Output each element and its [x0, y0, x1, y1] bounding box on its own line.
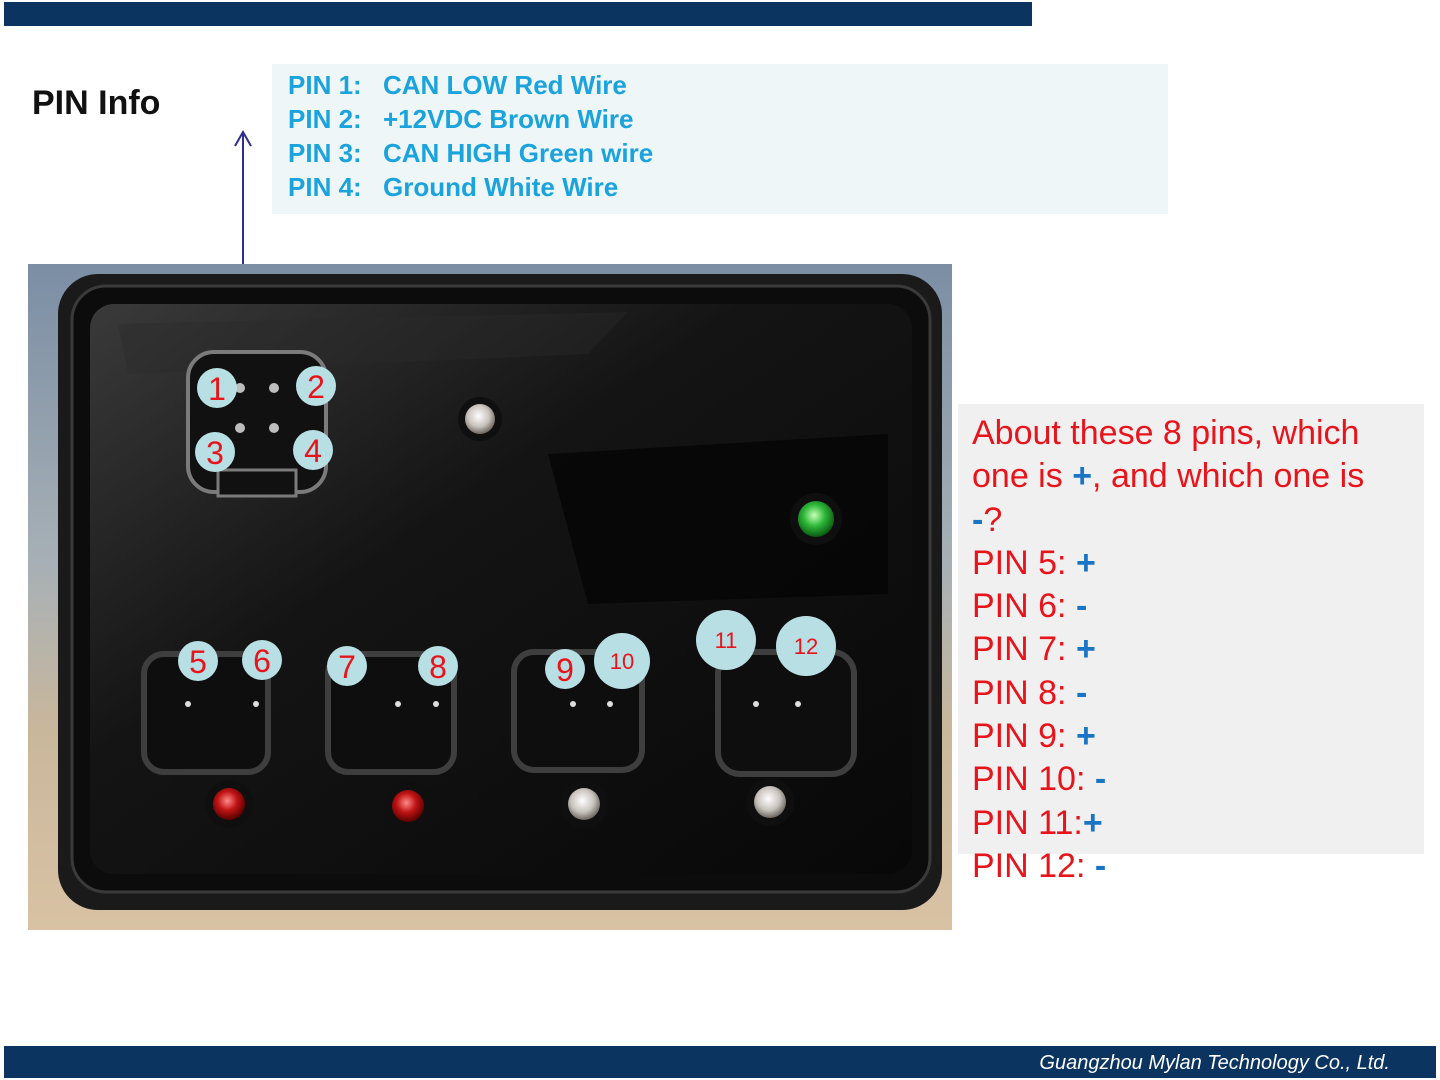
answer-line: PIN 10: - — [972, 758, 1432, 801]
pin-marker — [195, 432, 235, 472]
answer-pin-label: PIN 9: — [972, 717, 1076, 756]
answer-sign: + — [1075, 630, 1096, 669]
pin-marker-label: 11 — [715, 628, 738, 653]
answer-line: PIN 7: + — [972, 628, 1432, 671]
answer-line: PIN 5: + — [972, 542, 1432, 585]
pin-info-line: PIN 1: CAN LOW Red Wire — [288, 70, 627, 101]
pin-description: Ground White Wire — [383, 172, 619, 202]
question-text-part: , and which one is — [1092, 457, 1365, 496]
pin-description: CAN LOW Red Wire — [383, 70, 627, 100]
pin-marker — [293, 430, 333, 470]
page-title: PIN Info — [32, 84, 161, 122]
pin-info-line: PIN 4: Ground White Wire — [288, 172, 618, 203]
pin-marker-label: 1 — [208, 371, 226, 407]
top-banner-bar — [4, 2, 1032, 26]
answer-line: PIN 12: - — [972, 845, 1432, 888]
pin-marker — [418, 646, 458, 686]
company-name: Guangzhou Mylan Technology Co., Ltd. — [1039, 1052, 1390, 1074]
pin-info-line: PIN 3: CAN HIGH Green wire — [288, 138, 653, 169]
pin-marker — [545, 649, 585, 689]
pin-marker — [197, 368, 237, 408]
question-text-part: ? — [983, 500, 1003, 539]
pin-marker-label: 8 — [429, 649, 447, 685]
question-text: About these 8 pins, which one is +, and … — [972, 412, 1432, 888]
answer-pin-label: PIN 11: — [972, 803, 1083, 842]
answer-line: PIN 11:+ — [972, 802, 1432, 845]
answer-pin-label: PIN 12: — [972, 846, 1095, 885]
answer-sign: + — [1075, 543, 1096, 582]
pin-info-line: PIN 2: +12VDC Brown Wire — [288, 104, 633, 135]
pin-marker — [178, 641, 218, 681]
question-line: -? — [972, 499, 1432, 542]
footer-bar: Guangzhou Mylan Technology Co., Ltd. — [4, 1046, 1436, 1078]
pin-marker-label: 10 — [610, 649, 634, 674]
plus-symbol: + — [1072, 457, 1093, 496]
question-line: About these 8 pins, which — [972, 414, 1360, 452]
connector-photo: 1 2 3 4 5 6 7 8 9 10 11 12 — [28, 264, 952, 930]
pin-marker-label: 9 — [556, 652, 574, 688]
connector-2pin — [715, 649, 857, 777]
answer-sign: - — [1094, 760, 1107, 799]
pin-marker-label: 2 — [307, 369, 325, 405]
pin-marker-label: 5 — [189, 644, 207, 680]
connector-photo-drawing: 1 2 3 4 5 6 7 8 9 10 11 12 — [28, 264, 952, 930]
pin-marker-label: 4 — [304, 433, 322, 469]
answer-sign: + — [1075, 717, 1096, 756]
pin-marker — [242, 640, 282, 680]
pin-info-box: PIN 1: CAN LOW Red Wire PIN 2: +12VDC Brow… — [272, 64, 1168, 214]
answer-pin-label: PIN 10: — [972, 760, 1095, 799]
answer-line: PIN 6: - — [972, 585, 1432, 628]
answer-line: PIN 8: - — [972, 672, 1432, 715]
pin-label: PIN 1: — [288, 70, 362, 100]
question-text-part: one is — [972, 457, 1073, 496]
pin-marker — [594, 633, 650, 689]
pin-description: +12VDC Brown Wire — [383, 104, 634, 134]
answer-sign: + — [1082, 803, 1103, 842]
pin-marker — [776, 616, 836, 676]
pin-marker-label: 7 — [338, 649, 356, 685]
pin-label: PIN 3: — [288, 138, 362, 168]
answer-sign: - — [1094, 846, 1107, 885]
answer-pin-label: PIN 7: — [972, 630, 1076, 669]
answer-sign: - — [1075, 673, 1088, 712]
answer-line: PIN 9: + — [972, 715, 1432, 758]
pin-marker-label: 3 — [206, 435, 224, 471]
pin-label: PIN 4: — [288, 172, 362, 202]
question-panel — [958, 404, 1424, 854]
minus-symbol: - — [972, 500, 984, 539]
answer-pin-label: PIN 6: — [972, 587, 1076, 626]
pin-label: PIN 2: — [288, 104, 362, 134]
answer-pin-label: PIN 8: — [972, 673, 1076, 712]
pin-description: CAN HIGH Green wire — [383, 138, 654, 168]
pin-marker — [296, 366, 336, 406]
answer-sign: - — [1075, 587, 1088, 626]
pin-marker — [696, 610, 756, 670]
answer-pin-label: PIN 5: — [972, 543, 1076, 582]
pin-marker-label: 12 — [794, 634, 818, 659]
connector-2pin — [325, 651, 457, 775]
pin-marker — [327, 646, 367, 686]
question-line: one is +, and which one is — [972, 455, 1432, 498]
pin-marker-label: 6 — [253, 643, 271, 679]
